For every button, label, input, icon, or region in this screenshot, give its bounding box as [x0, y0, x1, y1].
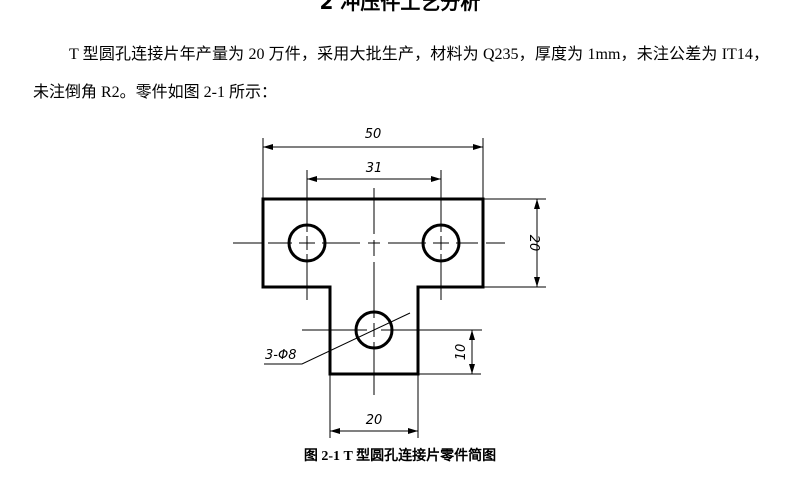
- section-title: 2 冲压件工艺分析: [319, 0, 481, 14]
- dim-hole-spacing: 31: [366, 161, 383, 176]
- body-paragraph: T 型圆孔连接片年产量为 20 万件，采用大批生产，材料为 Q235，厚度为 1…: [33, 46, 769, 101]
- dim-top-height: 20: [526, 235, 541, 252]
- dim-stem-width: 20: [366, 413, 383, 428]
- dimension-lines: [262, 138, 546, 438]
- center-lines: [233, 170, 505, 395]
- dim-stem-hole-offset: 10: [454, 344, 469, 361]
- figure-caption: 图 2-1 T 型圆孔连接片零件简图: [303, 449, 497, 464]
- dim-hole-note: 3-Φ8: [265, 348, 296, 363]
- dim-overall-width: 50: [365, 127, 382, 142]
